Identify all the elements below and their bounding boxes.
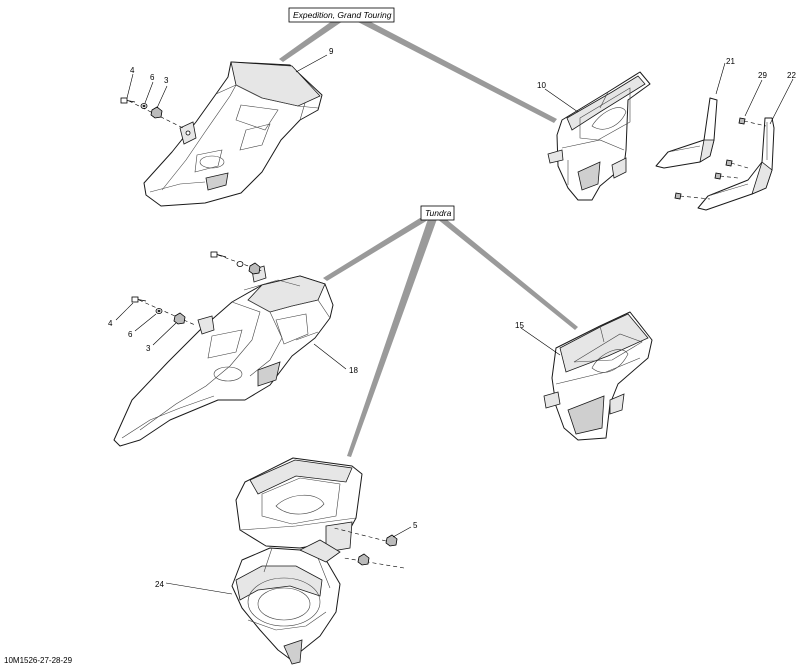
- group-ray-tundra-to-18: [323, 218, 428, 281]
- leader-4-mid: [115, 302, 134, 321]
- callout-22: 22: [787, 71, 796, 80]
- part-24-housing: [231, 457, 363, 665]
- washer-mid-upper-icon: [236, 261, 244, 267]
- washer-6-upper-icon: [140, 103, 148, 109]
- leader-29: [744, 79, 763, 117]
- nut-3-upper-icon: [150, 106, 163, 119]
- nut-mid-upper-icon: [248, 262, 261, 275]
- leader-3-mid: [152, 322, 177, 346]
- part-9-bracket: [179, 121, 197, 145]
- callout-4-upper: 4: [130, 66, 135, 75]
- hardware-mid-upper: [210, 251, 263, 275]
- bolt-4-upper-icon: [120, 97, 136, 104]
- leader-6-mid: [134, 313, 157, 332]
- callout-21: 21: [726, 57, 735, 66]
- group-label-tundra: Tundra: [323, 205, 578, 457]
- callout-18: 18: [349, 366, 358, 375]
- callout-15: 15: [515, 321, 524, 330]
- group-ray-tundra-to-15: [436, 218, 578, 330]
- nut-5-a-icon: [385, 534, 398, 547]
- group-label-text-tundra: Tundra: [425, 208, 452, 218]
- hardware-mid-lower: [131, 296, 196, 326]
- callout-5: 5: [413, 521, 418, 530]
- group-ray-expedition-to-10: [356, 21, 557, 123]
- group-label-text-expedition: Expedition, Grand Touring: [293, 10, 392, 20]
- nut-3-mid-icon: [173, 312, 186, 325]
- part-15-air-duct: [543, 311, 653, 441]
- fastener-29-b-icon: [725, 159, 733, 167]
- callout-6-mid: 6: [128, 330, 133, 339]
- group-label-expedition: Expedition, Grand Touring: [279, 7, 557, 123]
- part-10-air-duct: [547, 71, 651, 201]
- leader-9: [295, 54, 328, 73]
- callout-29: 29: [758, 71, 767, 80]
- washer-6-mid-icon: [155, 308, 163, 314]
- part-9-fender: [143, 61, 323, 207]
- part-18-fender: [113, 275, 334, 447]
- callout-3-upper: 3: [164, 76, 169, 85]
- fastener-29-c-icon: [714, 172, 722, 180]
- fastener-29-a-icon: [738, 117, 746, 125]
- callout-9: 9: [329, 47, 334, 56]
- group-ray-expedition-to-9: [279, 21, 343, 62]
- fasteners-29: [674, 117, 767, 200]
- leader-6-upper: [144, 81, 154, 104]
- leader-18: [313, 343, 347, 370]
- leader-21: [715, 62, 726, 95]
- part-22-deflector: [697, 117, 775, 211]
- group-ray-tundra-to-24: [347, 219, 437, 457]
- hardware-5: [333, 527, 405, 569]
- leader-22: [769, 78, 794, 125]
- callout-3-mid: 3: [146, 344, 151, 353]
- bolt-4-mid-icon: [131, 296, 147, 303]
- group-label-box-tundra: [420, 205, 455, 221]
- leader-10: [544, 88, 579, 113]
- callout-24: 24: [155, 580, 164, 589]
- group-label-box-expedition: [288, 7, 395, 23]
- leader-5: [392, 526, 412, 538]
- leader-15: [520, 327, 561, 356]
- part-21-deflector: [655, 97, 718, 169]
- leader-3-upper: [156, 85, 168, 109]
- hardware-upper: [120, 97, 184, 129]
- callout-10: 10: [537, 81, 546, 90]
- nut-5-b-icon: [357, 553, 370, 566]
- leader-4-upper: [126, 73, 134, 99]
- callout-4-mid: 4: [108, 319, 113, 328]
- drawing-number: 10M1526-27-28-29: [4, 656, 73, 665]
- fastener-29-d-icon: [674, 192, 682, 200]
- bolt-mid-upper-icon: [210, 251, 218, 258]
- leader-24: [165, 582, 233, 595]
- callout-6-upper: 6: [150, 73, 155, 82]
